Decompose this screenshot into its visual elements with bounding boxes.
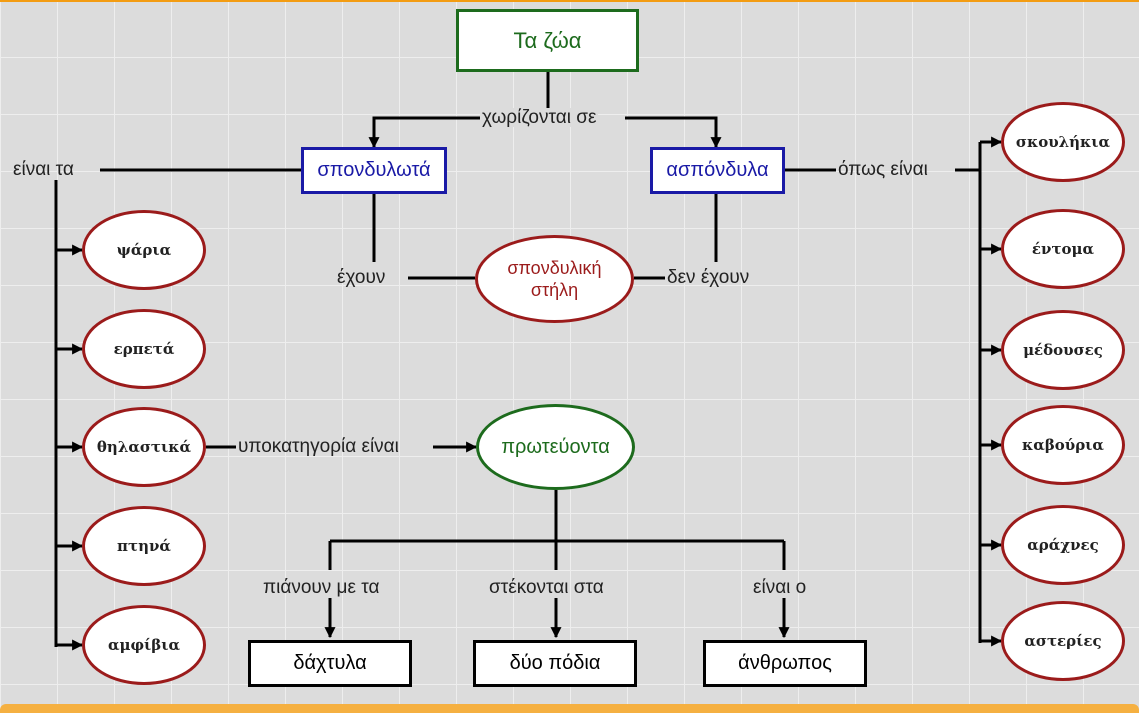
vertebrate-class-amphibians: αμφίβια (82, 605, 206, 685)
invertebrate-example-worms: σκουλήκια (1001, 102, 1125, 182)
trait-value-fingers: δάχτυλα (248, 640, 412, 687)
invertebrate-example-starfish: αστερίες (1001, 601, 1125, 681)
root-node: Τα ζώα (456, 9, 639, 72)
subcategory-label: υποκατηγορία είναι (238, 436, 399, 457)
has-not-label: δεν έχουν (667, 267, 750, 288)
vertebrate-class-mammals: θηλαστικά (82, 407, 206, 487)
trait-value-feet: δύο πόδια (473, 640, 637, 687)
top-frame-border (0, 0, 1139, 2)
split-right-link (625, 116, 722, 149)
invertebrate-example-insects: έντομα (1001, 209, 1125, 289)
invertebrates-node: ασπόνδυλα (650, 147, 785, 194)
split-left-link (368, 116, 480, 149)
split-label: χωρίζονται σε (480, 107, 599, 128)
invertebrate-example-crabs: καβούρια (1001, 405, 1125, 485)
trait-value-human: άνθρωπος (703, 640, 867, 687)
vertebrate-class-fish: ψάρια (82, 210, 206, 290)
trait-label-fingers: πιάνουν με τα (263, 577, 380, 598)
trait-label-feet: στέκονται στα (489, 577, 604, 598)
vertebrate-class-birds: πτηνά (82, 506, 206, 586)
primates-node: πρωτεύοντα (476, 404, 635, 490)
vertebrates-intro-label: είναι τα (13, 159, 74, 180)
has-label: έχουν (337, 267, 386, 288)
trait-label-human: είναι ο (753, 577, 807, 598)
vertebrate-class-reptiles: ερπετά (82, 309, 206, 389)
vertebrates-node: σπονδυλωτά (301, 147, 447, 194)
invertebrate-example-spiders: αράχνες (1001, 505, 1125, 585)
invertebrates-intro-label: όπως είναι (838, 159, 928, 180)
spine-node: σπονδυλική στήλη (475, 235, 634, 323)
invertebrate-example-jellyfish: μέδουσες (1001, 310, 1125, 390)
bottom-frame-border (0, 704, 1139, 713)
